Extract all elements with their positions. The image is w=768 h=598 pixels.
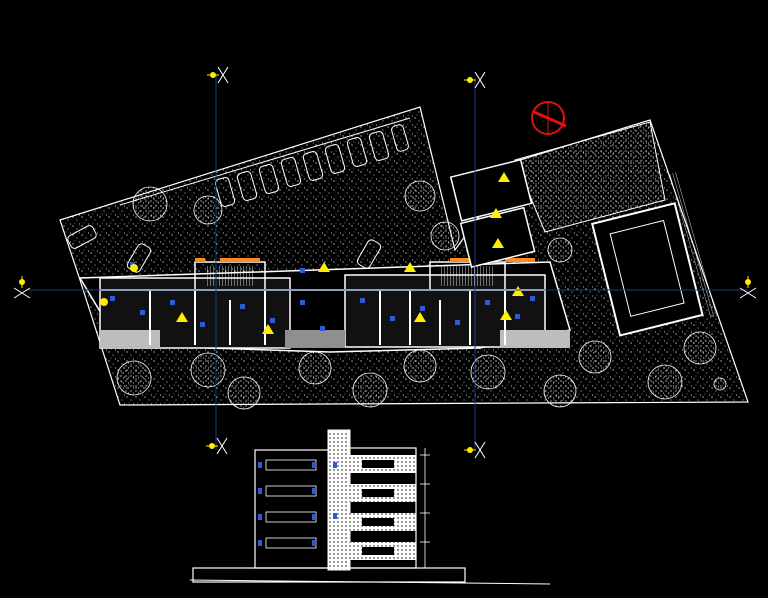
north-arrow-icon — [531, 101, 567, 135]
tree-icon — [116, 180, 727, 410]
elevation-marks — [258, 462, 337, 546]
plaza-area — [514, 121, 666, 233]
grey-slab-mid — [285, 330, 345, 348]
axis-marker-icon — [13, 66, 757, 459]
grid-marker-top-left — [207, 66, 229, 84]
pool-outline — [591, 202, 704, 337]
grey-slab-left — [100, 330, 160, 348]
facade-right — [343, 447, 417, 569]
grey-slab-right — [500, 330, 570, 348]
parking-curb — [119, 117, 411, 206]
building-elevation — [189, 429, 551, 585]
site-plan — [59, 106, 749, 406]
stair-treads — [205, 266, 255, 286]
boundary-fence — [669, 171, 719, 319]
grid-marker-bottom-right — [464, 441, 486, 459]
parking-area — [67, 117, 411, 273]
balcony-rows — [344, 455, 416, 560]
grid-marker-left — [13, 276, 31, 299]
warning-triangle-icon — [100, 172, 524, 334]
stair-treads — [440, 266, 495, 286]
pool-inner — [609, 219, 685, 317]
grid-marker-right — [739, 276, 757, 299]
level-marks — [420, 448, 430, 568]
grid-marker-top-right — [464, 71, 486, 89]
grid-marker-bottom-left — [206, 437, 228, 455]
annex-block — [449, 158, 536, 268]
grid-axes — [25, 75, 748, 450]
window-rows — [265, 459, 317, 549]
